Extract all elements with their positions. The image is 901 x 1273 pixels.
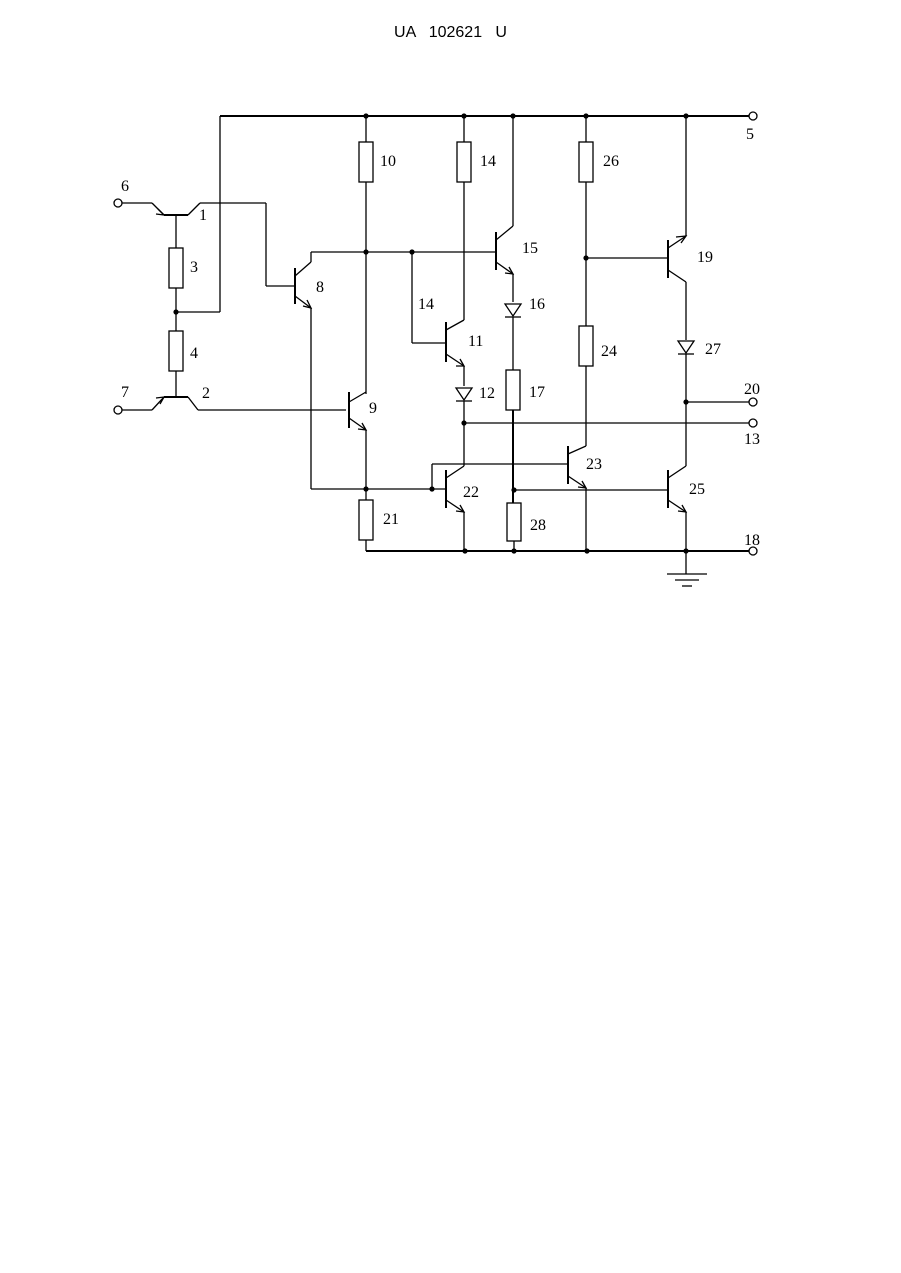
label-15: 15 <box>522 240 538 257</box>
label-6: 6 <box>121 178 129 195</box>
label-8: 8 <box>316 279 324 296</box>
resistor-17 <box>506 370 520 503</box>
terminal-5 <box>749 112 757 120</box>
label-17: 17 <box>529 384 545 401</box>
label-5: 5 <box>746 126 754 143</box>
ground-rail <box>366 547 757 586</box>
label-12: 12 <box>479 385 495 402</box>
terminal-7 <box>114 406 122 414</box>
label-16: 16 <box>529 296 545 313</box>
label-14-gate: 14 <box>418 296 434 313</box>
label-25: 25 <box>689 481 705 498</box>
label-19: 19 <box>697 249 713 266</box>
label-24: 24 <box>601 343 617 360</box>
label-13: 13 <box>744 431 760 448</box>
label-7: 7 <box>121 384 129 401</box>
label-27: 27 <box>705 341 721 358</box>
resistor-26 <box>579 116 668 326</box>
terminal-20 <box>749 398 757 406</box>
label-4: 4 <box>190 345 198 362</box>
label-10: 10 <box>380 153 396 170</box>
component-labels: 1 2 3 4 5 6 7 8 9 10 11 12 13 14 14 15 1… <box>121 126 760 549</box>
resistor-14 <box>457 116 471 320</box>
label-22: 22 <box>463 484 479 501</box>
label-3: 3 <box>190 259 198 276</box>
transistor-25 <box>514 466 686 551</box>
resistor-21 <box>359 500 373 551</box>
label-1: 1 <box>199 207 207 224</box>
resistor-24 <box>579 326 593 446</box>
transistor-9 <box>349 392 369 500</box>
label-2: 2 <box>202 385 210 402</box>
ground-icon <box>667 551 707 586</box>
resistor-3 <box>169 248 183 331</box>
label-23: 23 <box>586 456 602 473</box>
transistor-23 <box>568 446 586 551</box>
label-28: 28 <box>530 517 546 534</box>
terminal-6 <box>114 199 122 207</box>
transistor-19 <box>668 116 686 340</box>
resistor-28 <box>507 503 521 551</box>
label-11: 11 <box>468 333 483 350</box>
label-9: 9 <box>369 400 377 417</box>
transistor-22 <box>429 464 568 551</box>
label-14-resistor: 14 <box>480 153 496 170</box>
resistor-10 <box>359 116 373 394</box>
label-21: 21 <box>383 511 399 528</box>
label-26: 26 <box>603 153 619 170</box>
label-18: 18 <box>744 532 760 549</box>
label-20: 20 <box>744 381 760 398</box>
resistor-4 <box>169 331 183 397</box>
terminal-13 <box>749 419 757 427</box>
diode-16 <box>505 304 521 370</box>
transistor-11 <box>409 249 464 386</box>
diode-12 <box>456 388 757 466</box>
